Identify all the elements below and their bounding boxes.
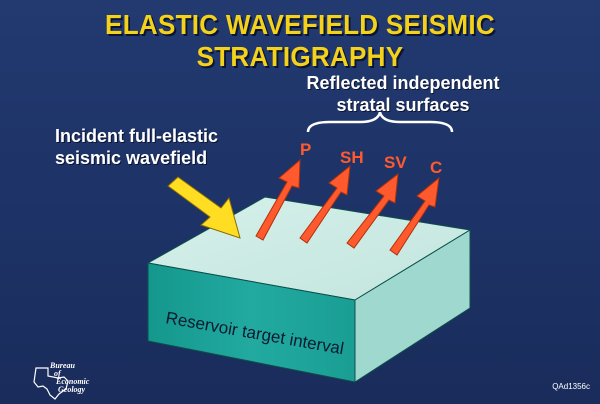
brace (306, 111, 454, 133)
logo-line3: Economic (56, 377, 90, 386)
reservoir-block (146, 196, 472, 383)
reflected-arrow-sh (299, 164, 351, 244)
figure-code: QAd1356c (552, 382, 590, 391)
reflected-arrow-p (255, 158, 301, 241)
texas-outline-icon (33, 367, 69, 400)
wave-label-sv: SV (384, 153, 407, 172)
reflected-label-line2: stratal surfaces (336, 95, 470, 115)
block-side-face (354, 229, 471, 383)
incident-label: Incident full-elastic seismic wavefield (55, 125, 218, 169)
reflected-label-line1: Reflected independent (306, 73, 500, 93)
reflected-arrow-c (389, 176, 440, 256)
wave-label-p: P (300, 140, 312, 159)
wave-label-c: C (430, 158, 443, 177)
logo-text: Bureau of Economic Geology (50, 362, 89, 394)
slide-title: ELASTIC WAVEFIELD SEISMIC STRATIGRAPHY (105, 9, 495, 72)
incident-arrow (167, 176, 241, 239)
reflected-label: Reflected independent stratal surfaces (288, 72, 518, 116)
incident-label-line1: Incident full-elastic (55, 126, 219, 146)
incident-label-line2: seismic wavefield (55, 148, 208, 168)
logo-line4: Geology (58, 385, 86, 394)
reflected-arrow-sv (346, 172, 399, 249)
logo-line1: Bureau (50, 361, 75, 370)
logo-line2: of (54, 369, 61, 378)
wave-label-sh: SH (340, 148, 364, 167)
